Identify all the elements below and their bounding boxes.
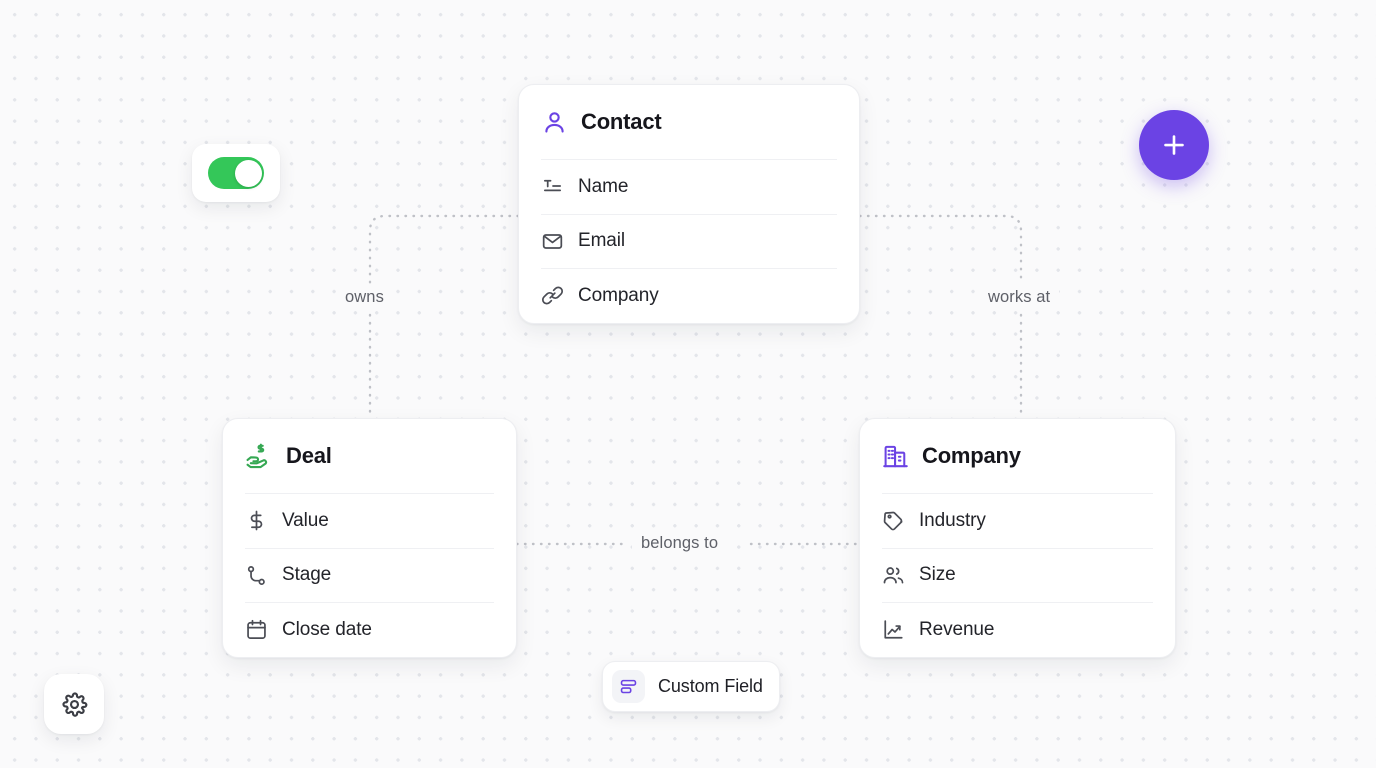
relation-label-works-at: works at xyxy=(979,288,1060,307)
envelope-icon xyxy=(541,230,564,253)
entity-field-row[interactable]: Industry xyxy=(882,493,1153,548)
entity-card-header: Company xyxy=(882,419,1153,493)
entity-card-contact[interactable]: Contact Name Email xyxy=(518,84,860,324)
entity-title: Company xyxy=(922,443,1021,468)
building-icon xyxy=(882,443,909,470)
add-entity-button[interactable] xyxy=(1139,110,1209,180)
entity-field-label: Stage xyxy=(282,564,332,586)
connector-owns-upper xyxy=(368,214,520,285)
relation-label-owns: owns xyxy=(336,288,393,307)
toggle-knob[interactable] xyxy=(234,159,262,187)
workflow-icon xyxy=(245,564,268,587)
entity-field-label: Industry xyxy=(919,509,986,531)
entity-field-row[interactable]: Name xyxy=(541,159,837,214)
users-icon xyxy=(882,564,905,587)
user-icon xyxy=(541,109,568,136)
visibility-toggle[interactable] xyxy=(192,144,280,202)
form-input-icon xyxy=(612,670,645,703)
entity-field-row[interactable]: Revenue xyxy=(882,602,1153,657)
entity-field-label: Name xyxy=(578,175,629,197)
entity-field-label: Email xyxy=(578,230,626,252)
settings-button[interactable] xyxy=(44,674,104,734)
entity-field-label: Close date xyxy=(282,618,372,640)
custom-field-label: Custom Field xyxy=(658,676,763,696)
entity-field-label: Company xyxy=(578,284,659,306)
entity-field-row[interactable]: Email xyxy=(541,213,837,269)
entity-card-company[interactable]: Company Industry Size xyxy=(859,418,1176,658)
link-icon xyxy=(541,284,564,307)
trending-up-icon xyxy=(882,618,905,641)
entity-field-row[interactable]: Company xyxy=(541,268,837,323)
entity-title: Deal xyxy=(286,443,332,468)
gear-icon xyxy=(61,691,88,718)
toggle-track[interactable] xyxy=(208,157,264,189)
custom-field-chip[interactable]: Custom Field xyxy=(602,661,780,712)
dollar-icon xyxy=(245,509,268,532)
entity-field-label: Value xyxy=(282,509,329,531)
entity-card-header: Contact xyxy=(541,85,837,159)
hand-coins-icon xyxy=(245,442,273,470)
connector-works-at-upper xyxy=(858,214,1023,285)
tag-icon xyxy=(882,509,905,532)
entity-field-row[interactable]: Value xyxy=(245,493,494,548)
entity-field-row[interactable]: Close date xyxy=(245,602,494,657)
text-align-icon xyxy=(541,175,564,198)
entity-field-row[interactable]: Size xyxy=(882,547,1153,603)
entity-field-label: Size xyxy=(919,564,956,586)
entity-card-deal[interactable]: Deal Value Stage xyxy=(222,418,517,658)
entity-title: Contact xyxy=(581,109,662,134)
entity-card-header: Deal xyxy=(245,419,494,493)
entity-field-label: Revenue xyxy=(919,618,995,640)
plus-icon xyxy=(1159,130,1189,160)
relation-label-belongs-to: belongs to xyxy=(632,534,728,553)
entity-field-row[interactable]: Stage xyxy=(245,547,494,603)
calendar-icon xyxy=(245,618,268,641)
